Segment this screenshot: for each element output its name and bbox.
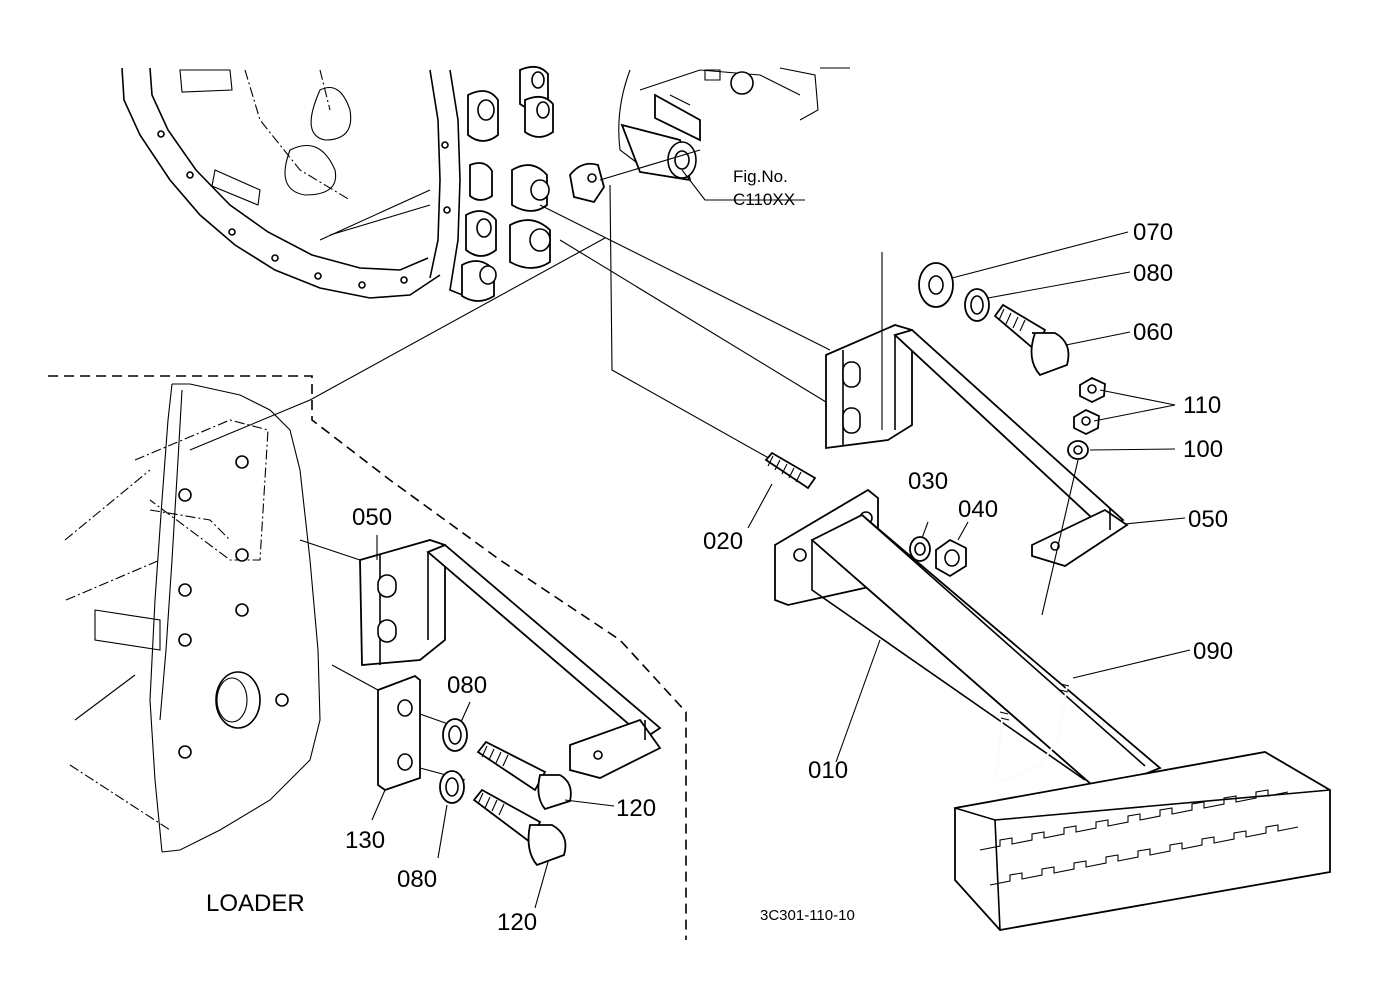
bolt-120-upper xyxy=(476,740,572,811)
nut-110-lower xyxy=(1073,408,1100,436)
nut-040 xyxy=(935,538,967,578)
bracket-050-right xyxy=(825,252,1129,567)
washer-100 xyxy=(1041,440,1089,616)
figure-reference: Fig.No. C110XX xyxy=(733,167,795,209)
bracket-050-left xyxy=(359,539,662,779)
callout-130: 130 xyxy=(345,827,385,854)
nut-110-upper xyxy=(1079,376,1106,404)
callout-010: 010 xyxy=(808,757,848,784)
stud-020 xyxy=(764,451,817,490)
bolt-060 xyxy=(993,303,1070,377)
step-010 xyxy=(774,488,1331,931)
callout-060: 060 xyxy=(1133,319,1173,346)
callout-090: 090 xyxy=(1193,638,1233,665)
callout-040: 040 xyxy=(958,496,998,523)
callout-070: 070 xyxy=(1133,219,1173,246)
callout-110: 110 xyxy=(1183,392,1221,419)
lock-washer-080-left-upper xyxy=(442,718,468,752)
callout-050: 050 xyxy=(352,504,392,531)
callout-100: 100 xyxy=(1183,436,1223,463)
plate-130 xyxy=(331,664,466,792)
flat-washer-070 xyxy=(918,262,954,308)
callout-120: 120 xyxy=(616,795,656,822)
callout-080: 080 xyxy=(447,672,487,699)
figure-ref-line1: Fig.No. xyxy=(733,167,788,186)
callout-080: 080 xyxy=(1133,260,1173,287)
loader-frame xyxy=(48,375,687,940)
callout-120: 120 xyxy=(497,909,537,936)
callout-leaders xyxy=(371,169,1191,909)
lock-washer-080-right xyxy=(964,288,990,322)
u-bolt-090 xyxy=(995,679,1070,782)
loader-label: LOADER xyxy=(206,890,305,917)
lock-washer-030 xyxy=(909,536,931,562)
callout-020: 020 xyxy=(703,528,743,555)
assembly-guide-lines xyxy=(189,184,831,561)
lock-washer-080-left-lower xyxy=(439,770,465,804)
drawing-code: 3C301-110-10 xyxy=(760,907,855,924)
transmission-housing xyxy=(121,65,850,302)
bolt-120-lower xyxy=(472,788,567,867)
callout-030: 030 xyxy=(908,468,948,495)
callout-080: 080 xyxy=(397,866,437,893)
figure-ref-line2: C110XX xyxy=(733,190,795,209)
callout-050: 050 xyxy=(1188,506,1228,533)
